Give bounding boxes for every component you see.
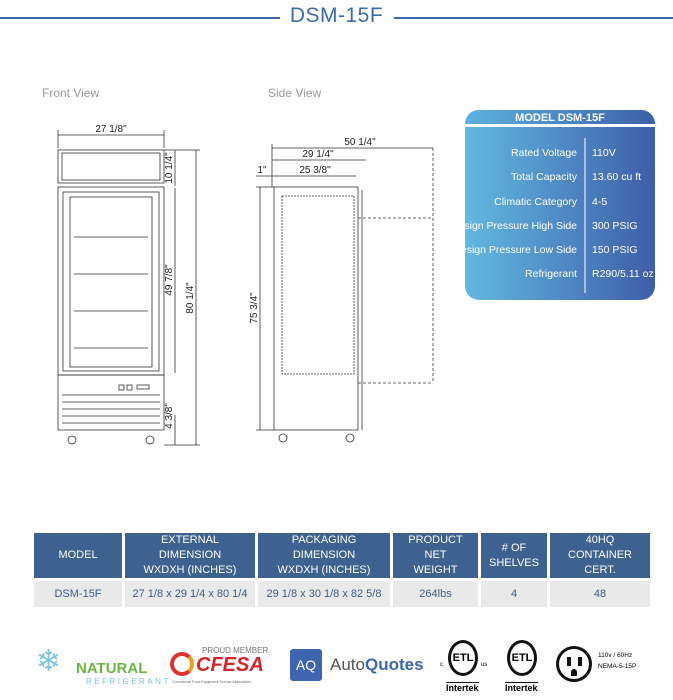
spec-label: Total Capacity <box>511 171 577 183</box>
autoquotes-logo: AQ AutoQuotes <box>290 640 430 695</box>
technical-drawings: 27 1/8" 10 1/4" 49 7/8" 80 1/4" 4 3/8" 5… <box>57 124 434 446</box>
side-view-drawing <box>256 144 434 443</box>
spec-row: Refrigerant R290/5.11 oz <box>465 262 655 286</box>
spec-row: Rated Voltage 110V <box>465 141 655 165</box>
snowflake-icon: ❄ <box>36 645 62 678</box>
page-title: DSM-15F <box>289 4 384 27</box>
spec-value: 13.60 cu ft <box>592 171 642 183</box>
nema-plug-logo: 110v / 60Hz NEMA-5-15P <box>556 640 671 695</box>
cell-packaging-dimension: 29 1/8 x 30 1/8 x 82 5/8 <box>258 581 390 607</box>
plug-outlet-icon <box>556 646 592 682</box>
spec-card-header: MODEL DSM-15F <box>465 110 655 127</box>
spec-value: 300 PSIG <box>592 220 638 232</box>
dim-side-inner: 25 3/8" <box>299 165 331 176</box>
dim-front-width: 27 1/8" <box>95 124 127 135</box>
etl-listed-logo: ETL c us Intertek <box>438 640 493 695</box>
etl-sanitation-logo: ETL Intertek <box>503 640 548 695</box>
table-row: DSM-15F 27 1/8 x 29 1/4 x 80 1/4 29 1/8 … <box>34 581 650 607</box>
spec-value: 4-5 <box>592 196 608 208</box>
spec-label: Rated Voltage <box>511 147 577 159</box>
dim-front-top: 10 1/4" <box>164 152 175 184</box>
spec-label: Design Pressure Low Side <box>465 244 577 256</box>
cell-model: DSM-15F <box>34 581 122 607</box>
spec-card-divider <box>584 138 586 293</box>
cell-net-weight: 264lbs <box>393 581 478 607</box>
dim-side-height: 75 3/4" <box>249 292 260 324</box>
front-view-label: Front View <box>42 86 100 100</box>
spec-row: Total Capacity 13.60 cu ft <box>465 165 655 189</box>
cfesa-emblem-icon <box>170 652 194 676</box>
dim-front-base: 4 3/8" <box>164 403 175 429</box>
spec-row: Design Pressure Low Side 150 PSIG <box>465 238 655 262</box>
cell-shelves: 4 <box>481 581 547 607</box>
spec-value: 150 PSIG <box>592 244 638 256</box>
cell-container: 48 <box>550 581 650 607</box>
spec-label: Refrigerant <box>525 268 577 280</box>
front-view-drawing <box>57 130 200 446</box>
spec-label: Design Pressure High Side <box>465 220 577 232</box>
spec-label: Climatic Category <box>494 196 577 208</box>
cfesa-logo: PROUD MEMBER CFESA Commercial Food Equip… <box>170 646 269 684</box>
dim-front-height: 80 1/4" <box>185 282 196 314</box>
spec-value: 110V <box>592 147 616 159</box>
spec-row: Design Pressure High Side 300 PSIG <box>465 214 655 238</box>
spec-value: R290/5.11 oz <box>592 268 654 280</box>
dim-front-door: 49 7/8" <box>164 264 175 296</box>
spec-card: MODEL DSM-15F Rated Voltage 110V Total Ca… <box>465 110 655 300</box>
cell-external-dimension: 27 1/8 x 29 1/4 x 80 1/4 <box>125 581 255 607</box>
title-rule-right <box>394 17 673 19</box>
natural-refrigerant-logo: ❄ NATURAL REFRIGERANT <box>36 645 171 686</box>
dim-side-swing: 50 1/4" <box>344 137 376 148</box>
dim-side-depth: 29 1/4" <box>302 149 334 160</box>
title-rule-left <box>0 17 280 19</box>
col-model: MODEL <box>34 533 122 578</box>
side-view-label: Side View <box>268 86 322 100</box>
spec-row: Climatic Category 4-5 <box>465 190 655 214</box>
dim-side-offset: 1" <box>257 165 267 176</box>
